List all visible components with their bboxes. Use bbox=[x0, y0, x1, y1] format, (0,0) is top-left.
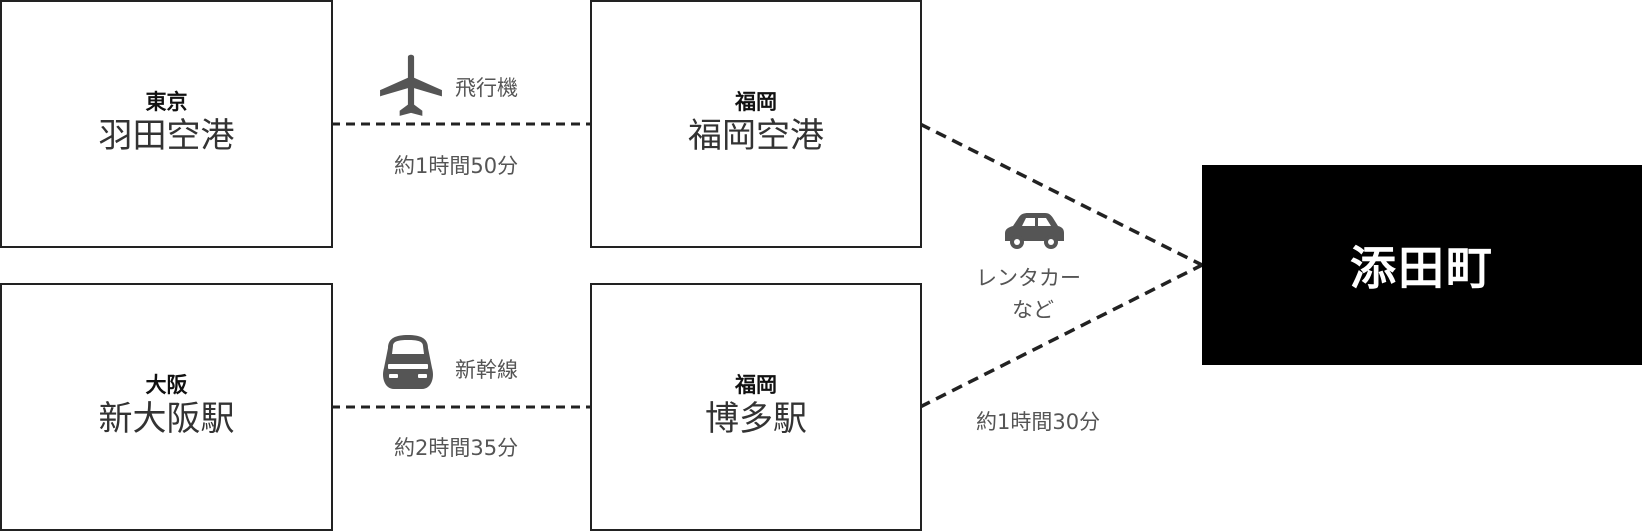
osaka-region: 大阪 bbox=[145, 373, 188, 398]
plane-time-label: 約1時間50分 bbox=[394, 154, 519, 178]
car-mode-label-line2: など bbox=[1012, 298, 1054, 322]
car-icon bbox=[1005, 213, 1064, 249]
shinkansen-time-label: 約2時間35分 bbox=[394, 436, 519, 460]
car-time-label: 約1時間30分 bbox=[976, 410, 1101, 434]
fukuoka-airport-box: 福岡 福岡空港 bbox=[590, 0, 922, 248]
fukuoka-region-top: 福岡 bbox=[735, 90, 777, 115]
hakata-station-label: 博多駅 bbox=[705, 399, 807, 440]
plane-mode-label: 飛行機 bbox=[455, 76, 518, 100]
haneda-airport-label: 羽田空港 bbox=[98, 116, 235, 157]
car-mode-label-line1: レンタカー bbox=[976, 266, 1081, 290]
fukuoka-airport-label: 福岡空港 bbox=[688, 116, 824, 157]
shin-osaka-station-label: 新大阪駅 bbox=[98, 399, 235, 440]
tokyo-region: 東京 bbox=[145, 90, 188, 115]
destination-box: 添田町 bbox=[1202, 165, 1642, 365]
hakata-box: 福岡 博多駅 bbox=[590, 283, 922, 531]
car-route-line-top bbox=[919, 122, 1203, 267]
shinkansen-mode-label: 新幹線 bbox=[455, 358, 518, 382]
osaka-box: 大阪 新大阪駅 bbox=[0, 283, 333, 531]
bullet-train-icon bbox=[383, 335, 433, 389]
tokyo-box: 東京 羽田空港 bbox=[0, 0, 333, 248]
destination-label: 添田町 bbox=[1350, 241, 1494, 295]
fukuoka-region-bottom: 福岡 bbox=[735, 373, 777, 398]
airplane-icon bbox=[380, 54, 442, 116]
